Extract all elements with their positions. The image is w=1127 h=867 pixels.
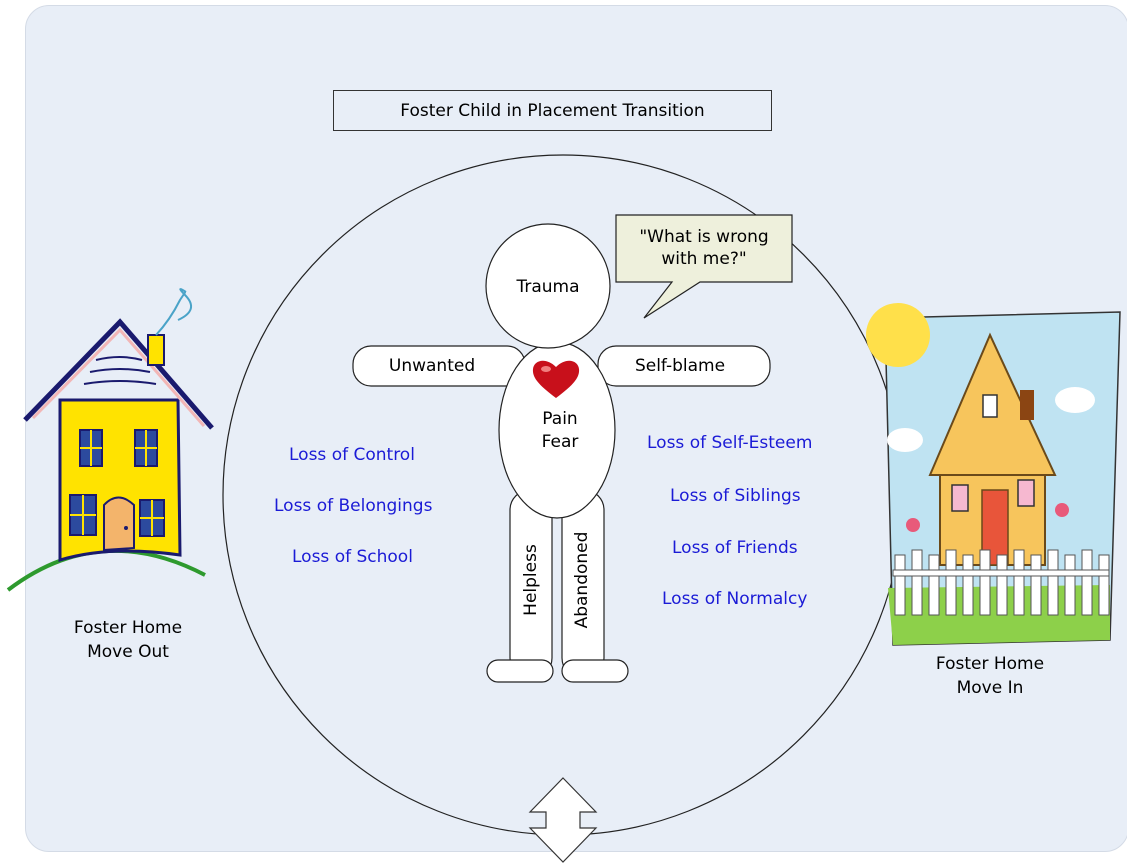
house-move-in-illustration xyxy=(866,303,1121,646)
head-label: Trauma xyxy=(516,277,580,297)
foot-left xyxy=(486,659,554,683)
loss-right-item: Loss of Friends xyxy=(672,538,798,558)
speech-bubble xyxy=(615,214,793,319)
double-arrow-icon xyxy=(528,777,598,863)
speech-line-2: with me?" xyxy=(661,249,747,269)
loss-right-item: Loss of Self-Esteem xyxy=(647,433,813,453)
foot-right xyxy=(561,659,629,683)
loss-left-item: Loss of Belongings xyxy=(274,496,433,516)
home-move-in-line-2: Move In xyxy=(956,678,1024,698)
diagram-title: Foster Child in Placement Transition xyxy=(333,90,772,131)
home-move-in-caption: Foster Home Move In xyxy=(920,652,1060,700)
loss-right-item: Loss of Siblings xyxy=(670,486,801,506)
speech-line-1: "What is wrong xyxy=(639,227,769,247)
home-move-out-line-1: Foster Home xyxy=(73,618,183,638)
house-move-out-illustration xyxy=(6,288,214,592)
leg-right-label: Abandoned xyxy=(572,531,592,629)
arm-right-label: Self-blame xyxy=(634,356,726,376)
home-move-in-line-1: Foster Home xyxy=(935,654,1045,674)
leg-left-label: Helpless xyxy=(521,544,541,616)
arm-right xyxy=(597,345,771,387)
loss-left-item: Loss of School xyxy=(292,547,413,567)
home-move-out-line-2: Move Out xyxy=(87,642,169,662)
loss-left-item: Loss of Control xyxy=(289,445,415,465)
head xyxy=(485,223,611,349)
speech-bubble-text: "What is wrong with me?" xyxy=(616,226,792,270)
home-move-out-caption: Foster Home Move Out xyxy=(58,616,198,664)
body-label-fear: Fear xyxy=(541,432,579,452)
arm-left-label: Unwanted xyxy=(388,356,476,376)
loss-right-item: Loss of Normalcy xyxy=(662,589,808,609)
heart-icon xyxy=(531,358,582,402)
body-label-pain: Pain xyxy=(542,409,578,429)
